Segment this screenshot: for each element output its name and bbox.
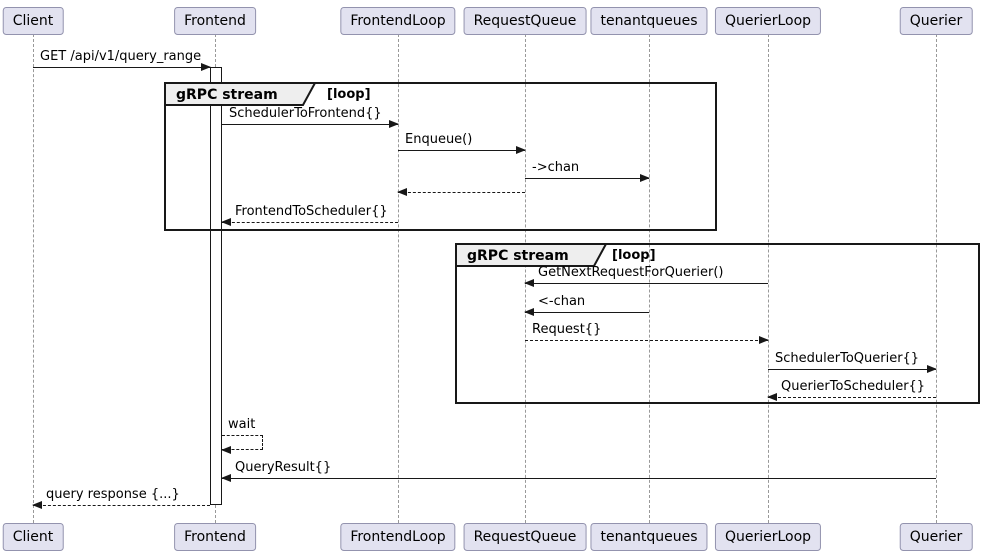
message-label: Request{} bbox=[532, 322, 602, 337]
frame-title: gRPC stream bbox=[467, 248, 569, 264]
message-label: ->chan bbox=[532, 160, 580, 175]
message-label: QuerierToScheduler{} bbox=[781, 379, 926, 394]
self-message-line bbox=[221, 435, 263, 454]
message-querier-to-scheduler: QuerierToScheduler{} bbox=[767, 379, 936, 401]
message-label: GET /api/v1/query_range bbox=[40, 49, 202, 64]
arrowhead-left-icon bbox=[524, 279, 534, 287]
message-to-chan: ->chan bbox=[525, 160, 650, 182]
arrowhead-left-icon bbox=[221, 474, 231, 482]
message-label: <-chan bbox=[538, 294, 586, 309]
participant-tenantqueues-bottom: tenantqueues bbox=[590, 523, 708, 551]
message-label: SchedulerToQuerier{} bbox=[775, 351, 920, 366]
message-return-requestqueue bbox=[397, 174, 525, 196]
arrowhead-right-icon bbox=[516, 146, 526, 154]
frame-title-pentagon: gRPC stream bbox=[455, 243, 608, 267]
message-get-query-range: GET /api/v1/query_range bbox=[33, 49, 211, 71]
frame-grpc-stream-frontend: gRPC stream [loop] bbox=[164, 82, 717, 231]
message-label: wait bbox=[228, 417, 256, 432]
participant-frontend-top: Frontend bbox=[174, 7, 256, 35]
arrowhead-left-icon bbox=[221, 446, 231, 454]
frame-title: gRPC stream bbox=[176, 87, 278, 103]
frame-condition: [loop] bbox=[612, 248, 656, 263]
arrowhead-right-icon bbox=[389, 120, 399, 128]
participant-frontendloop-top: FrontendLoop bbox=[340, 7, 456, 35]
participant-frontend-bottom: Frontend bbox=[174, 523, 256, 551]
participant-tenantqueues-top: tenantqueues bbox=[590, 7, 708, 35]
arrowhead-left-icon bbox=[524, 308, 534, 316]
participant-client-top: Client bbox=[2, 7, 64, 35]
participant-querierloop-top: QuerierLoop bbox=[714, 7, 822, 35]
message-request: Request{} bbox=[525, 322, 769, 344]
message-label: SchedulerToFrontend{} bbox=[229, 106, 382, 121]
message-label: GetNextRequestForQuerier() bbox=[538, 265, 724, 280]
message-query-result: QueryResult{} bbox=[221, 460, 936, 482]
message-scheduler-to-frontend: SchedulerToFrontend{} bbox=[222, 106, 399, 128]
message-scheduler-to-querier: SchedulerToQuerier{} bbox=[768, 351, 937, 373]
lifeline-tenantqueues bbox=[649, 34, 650, 523]
frame-condition: [loop] bbox=[327, 87, 371, 102]
frame-title-pentagon: gRPC stream bbox=[164, 82, 317, 106]
arrowhead-right-icon bbox=[759, 336, 769, 344]
lifeline-frontendloop bbox=[398, 34, 399, 523]
message-query-response: query response {...} bbox=[32, 487, 210, 509]
arrowhead-left-icon bbox=[767, 393, 777, 401]
participant-client-bottom: Client bbox=[2, 523, 64, 551]
arrowhead-right-icon bbox=[640, 174, 650, 182]
lifeline-querier bbox=[936, 34, 937, 523]
message-label: FrontendToScheduler{} bbox=[235, 204, 388, 219]
arrowhead-right-icon bbox=[927, 365, 937, 373]
lifeline-querierloop bbox=[768, 34, 769, 523]
lifeline-client bbox=[33, 34, 34, 523]
message-wait-self: wait bbox=[221, 417, 263, 454]
participant-querier-bottom: Querier bbox=[899, 523, 973, 551]
message-from-chan: <-chan bbox=[524, 294, 649, 316]
participant-frontendloop-bottom: FrontendLoop bbox=[340, 523, 456, 551]
message-get-next-request-for-querier: GetNextRequestForQuerier() bbox=[524, 265, 768, 287]
frame-grpc-stream-querier: gRPC stream [loop] bbox=[455, 243, 980, 404]
participant-requestqueue-bottom: RequestQueue bbox=[463, 523, 587, 551]
lifeline-requestqueue bbox=[525, 34, 526, 523]
message-label: Enqueue() bbox=[405, 132, 473, 147]
activation-bar-frontend bbox=[210, 67, 222, 505]
participant-querier-top: Querier bbox=[899, 7, 973, 35]
participant-querierloop-bottom: QuerierLoop bbox=[714, 523, 822, 551]
arrowhead-left-icon bbox=[32, 501, 42, 509]
arrowhead-right-icon bbox=[201, 63, 211, 71]
message-frontend-to-scheduler: FrontendToScheduler{} bbox=[221, 204, 398, 226]
message-enqueue: Enqueue() bbox=[398, 132, 526, 154]
message-label: QueryResult{} bbox=[235, 460, 332, 475]
participant-requestqueue-top: RequestQueue bbox=[463, 7, 587, 35]
message-label: query response {...} bbox=[46, 487, 180, 502]
arrowhead-left-icon bbox=[397, 188, 407, 196]
arrowhead-left-icon bbox=[221, 218, 231, 226]
